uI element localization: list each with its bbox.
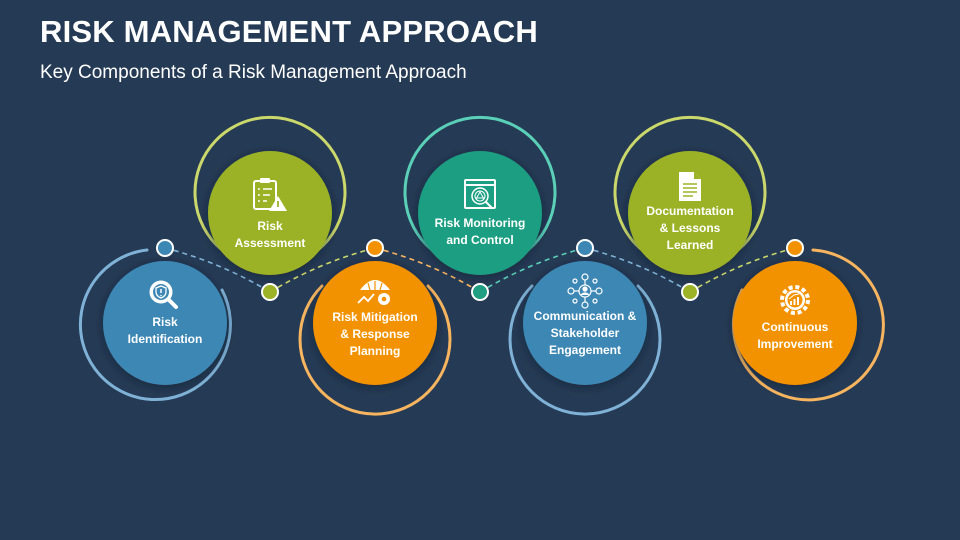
slide-subtitle: Key Components of a Risk Management Appr…: [40, 62, 467, 83]
monitor-search-icon: [464, 179, 496, 209]
label-line: Stakeholder: [550, 326, 620, 340]
slide-title: RISK MANAGEMENT APPROACH: [40, 14, 538, 49]
umbrella-gear-icon: [357, 280, 390, 305]
label-line: Risk: [152, 315, 178, 329]
step-documentation: [613, 115, 767, 275]
label-line: Continuous: [761, 320, 829, 334]
step-continuous-improvement: [731, 248, 885, 402]
clipboard-warning-icon: [253, 178, 287, 211]
step-3-label: Risk Mitigation & Response Planning: [315, 309, 435, 360]
network-people-icon: [567, 273, 603, 309]
step-communication: [508, 261, 662, 416]
label-line: & Lessons: [659, 221, 721, 235]
label-line: Communication &: [533, 309, 637, 323]
step-risk-assessment: [193, 115, 347, 275]
step-risk-mitigation: [298, 261, 452, 416]
label-line: Improvement: [757, 337, 833, 351]
ring-arc: [78, 248, 232, 401]
label-line: Learned: [666, 238, 714, 252]
step-4-label: Risk Monitoring and Control: [420, 215, 540, 249]
label-line: Risk Monitoring: [434, 216, 526, 230]
label-line: Engagement: [548, 343, 621, 357]
label-line: Assessment: [234, 236, 306, 250]
label-line: Planning: [349, 344, 401, 358]
label-line: Documentation: [646, 204, 734, 218]
label-line: & Response: [340, 327, 410, 341]
step-6-label: Documentation & Lessons Learned: [630, 203, 750, 254]
step-1-label: Risk Identification: [105, 314, 225, 348]
label-line: Identification: [127, 332, 203, 346]
gear-chart-icon: [780, 285, 810, 315]
label-line: and Control: [446, 233, 514, 247]
step-7-label: Continuous Improvement: [735, 319, 855, 353]
step-2-label: Risk Assessment: [210, 218, 330, 252]
connector-lines: [164, 247, 796, 293]
step-risk-identification: [78, 248, 232, 401]
document-icon: [679, 172, 701, 201]
step-risk-monitoring: [403, 115, 557, 275]
label-line: Risk Mitigation: [332, 310, 418, 324]
step-5-label: Communication & Stakeholder Engagement: [525, 308, 645, 359]
connector-dots: [156, 239, 804, 301]
label-line: Risk: [257, 219, 283, 233]
shield-magnifier-icon: [149, 280, 178, 309]
